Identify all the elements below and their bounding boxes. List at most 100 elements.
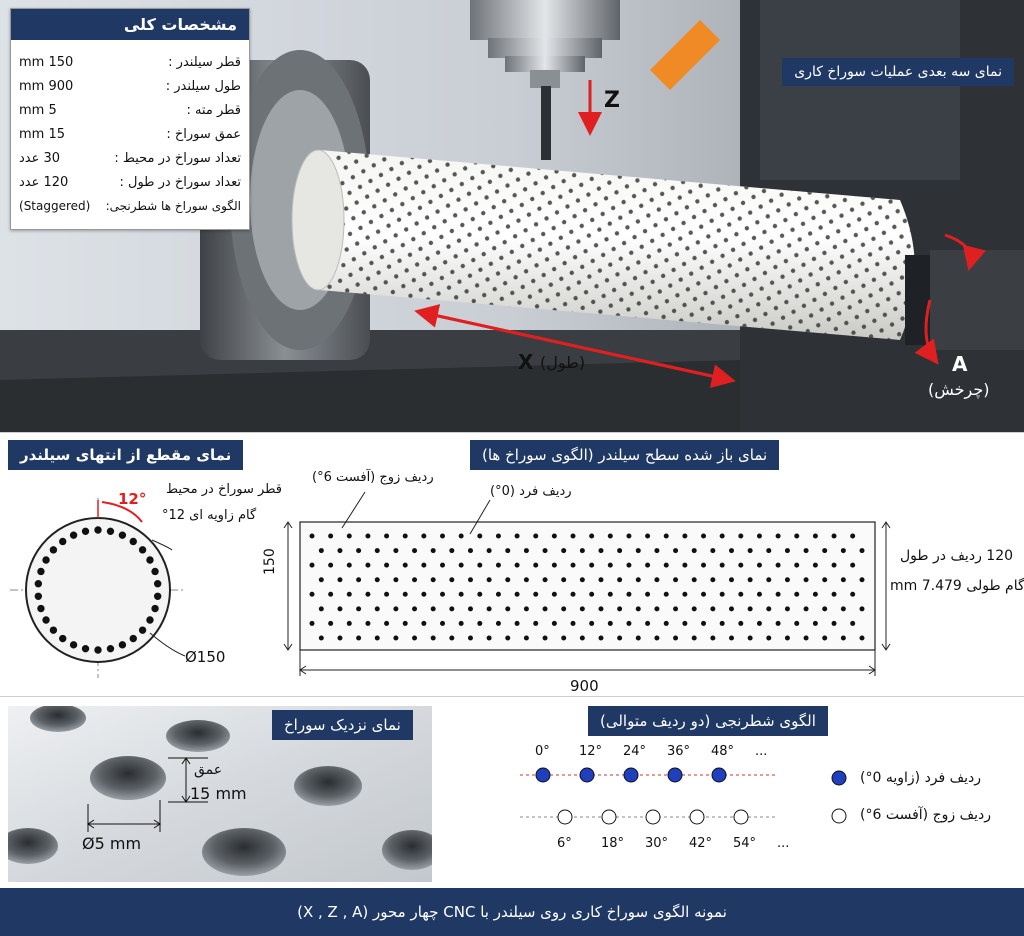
unrolled-hole xyxy=(561,577,567,583)
unrolled-hole xyxy=(365,620,371,626)
unrolled-hole xyxy=(533,591,539,597)
unrolled-hole xyxy=(570,620,576,626)
axis-x-letter: X xyxy=(518,350,534,374)
unrolled-hole xyxy=(542,577,548,583)
unrolled-hole xyxy=(850,591,856,597)
section-hole xyxy=(106,527,115,536)
unrolled-hole xyxy=(831,562,837,568)
section-hole xyxy=(42,556,50,564)
unrolled-hole xyxy=(328,533,334,539)
unrolled-hole xyxy=(589,591,595,597)
footer-caption: نمونه الگوی سوراخ کاری روی سیلندر با CNC… xyxy=(0,888,1024,936)
unrolled-hole xyxy=(645,562,651,568)
unrolled-hole xyxy=(850,562,856,568)
unrolled-hole xyxy=(840,577,846,583)
unrolled-hole xyxy=(430,606,436,612)
unrolled-hole xyxy=(495,591,501,597)
unrolled-hole xyxy=(486,548,492,554)
unrolled-hole xyxy=(477,562,483,568)
unrolled-hole xyxy=(542,548,548,554)
unrolled-hole xyxy=(551,591,557,597)
unrolled-hole xyxy=(617,606,623,612)
unrolled-hole xyxy=(467,548,473,554)
unrolled-hole xyxy=(514,562,520,568)
unrolled-hole xyxy=(328,591,334,597)
unrolled-hole xyxy=(784,577,790,583)
unrolled-hole xyxy=(467,635,473,641)
unrolled-hole xyxy=(449,606,455,612)
unrolled-hole xyxy=(766,606,772,612)
unrolled-hole xyxy=(728,606,734,612)
unrolled-hole xyxy=(756,591,762,597)
unrolled-hole xyxy=(859,548,865,554)
legend-odd-label: ردیف فرد (زاویه 0°) xyxy=(860,770,982,786)
closeup-title: نمای نزدیک سوراخ xyxy=(272,710,413,740)
unrolled-hole xyxy=(719,533,725,539)
unrolled-hole xyxy=(570,562,576,568)
hole-diameter-value: Ø5 mm xyxy=(82,834,142,853)
unrolled-hole xyxy=(738,533,744,539)
unrolled-hole xyxy=(393,635,399,641)
section-hole xyxy=(118,641,127,649)
unrolled-hole xyxy=(440,533,446,539)
unrolled-hole xyxy=(561,635,567,641)
spec-label: تعداد سوراخ در طول : xyxy=(119,175,242,190)
legend-even-marker xyxy=(831,808,847,824)
stagger-even-angle: 54° xyxy=(733,836,757,851)
unrolled-hole xyxy=(784,606,790,612)
stagger-odd-hole xyxy=(623,767,639,783)
unrolled-hole xyxy=(719,620,725,626)
unrolled-hole xyxy=(803,606,809,612)
unrolled-hole xyxy=(812,533,818,539)
unrolled-hole xyxy=(495,620,501,626)
unrolled-hole xyxy=(318,577,324,583)
unrolled-hole xyxy=(598,606,604,612)
spec-value: 5 mm xyxy=(19,103,57,118)
unrolled-hole xyxy=(458,562,464,568)
unrolled-hole xyxy=(421,620,427,626)
unrolled-hole xyxy=(412,548,418,554)
unrolled-hole xyxy=(831,591,837,597)
unrolled-hole xyxy=(775,562,781,568)
axis-x-label: (طول) xyxy=(540,353,586,372)
unrolled-hole xyxy=(421,562,427,568)
unrolled-hole xyxy=(551,533,557,539)
stagger-even-angle: 18° xyxy=(601,836,625,851)
unrolled-hole xyxy=(346,591,352,597)
unrolled-hole xyxy=(738,562,744,568)
stagger-even-angle: 6° xyxy=(557,836,572,851)
unrolled-hole xyxy=(440,620,446,626)
odd-row-label: ردیف فرد (0°) xyxy=(490,484,572,499)
unrolled-hole xyxy=(766,548,772,554)
unrolled-hole xyxy=(635,548,641,554)
unrolled-hole xyxy=(533,562,539,568)
unrolled-hole xyxy=(505,577,511,583)
section-hole xyxy=(138,546,147,554)
unrolled-hole xyxy=(794,620,800,626)
unrolled-hole xyxy=(850,533,856,539)
unrolled-hole xyxy=(701,620,707,626)
unrolled-hole xyxy=(607,620,613,626)
unrolled-hole xyxy=(412,577,418,583)
section-hole xyxy=(59,537,67,546)
rows-count-label: 120 ردیف در طول xyxy=(900,548,1014,564)
unrolled-hole xyxy=(673,606,679,612)
unrolled-hole xyxy=(505,548,511,554)
unrolled-hole xyxy=(412,635,418,641)
unrolled-hole xyxy=(570,533,576,539)
unrolled-hole xyxy=(402,562,408,568)
section-hole xyxy=(81,644,90,653)
section-view-diagram xyxy=(10,498,186,678)
unrolled-hole xyxy=(710,577,716,583)
unrolled-hole xyxy=(523,548,529,554)
spec-value: 30 عدد xyxy=(19,151,61,166)
stagger-even-hole xyxy=(601,809,617,825)
unrolled-hole xyxy=(337,577,343,583)
unrolled-hole xyxy=(542,606,548,612)
unrolled-hole xyxy=(486,577,492,583)
unrolled-hole xyxy=(421,591,427,597)
section-hole xyxy=(146,556,154,564)
angular-pitch-label: گام زاویه ای 12° xyxy=(162,508,257,523)
unrolled-hole xyxy=(822,548,828,554)
unrolled-hole xyxy=(728,548,734,554)
